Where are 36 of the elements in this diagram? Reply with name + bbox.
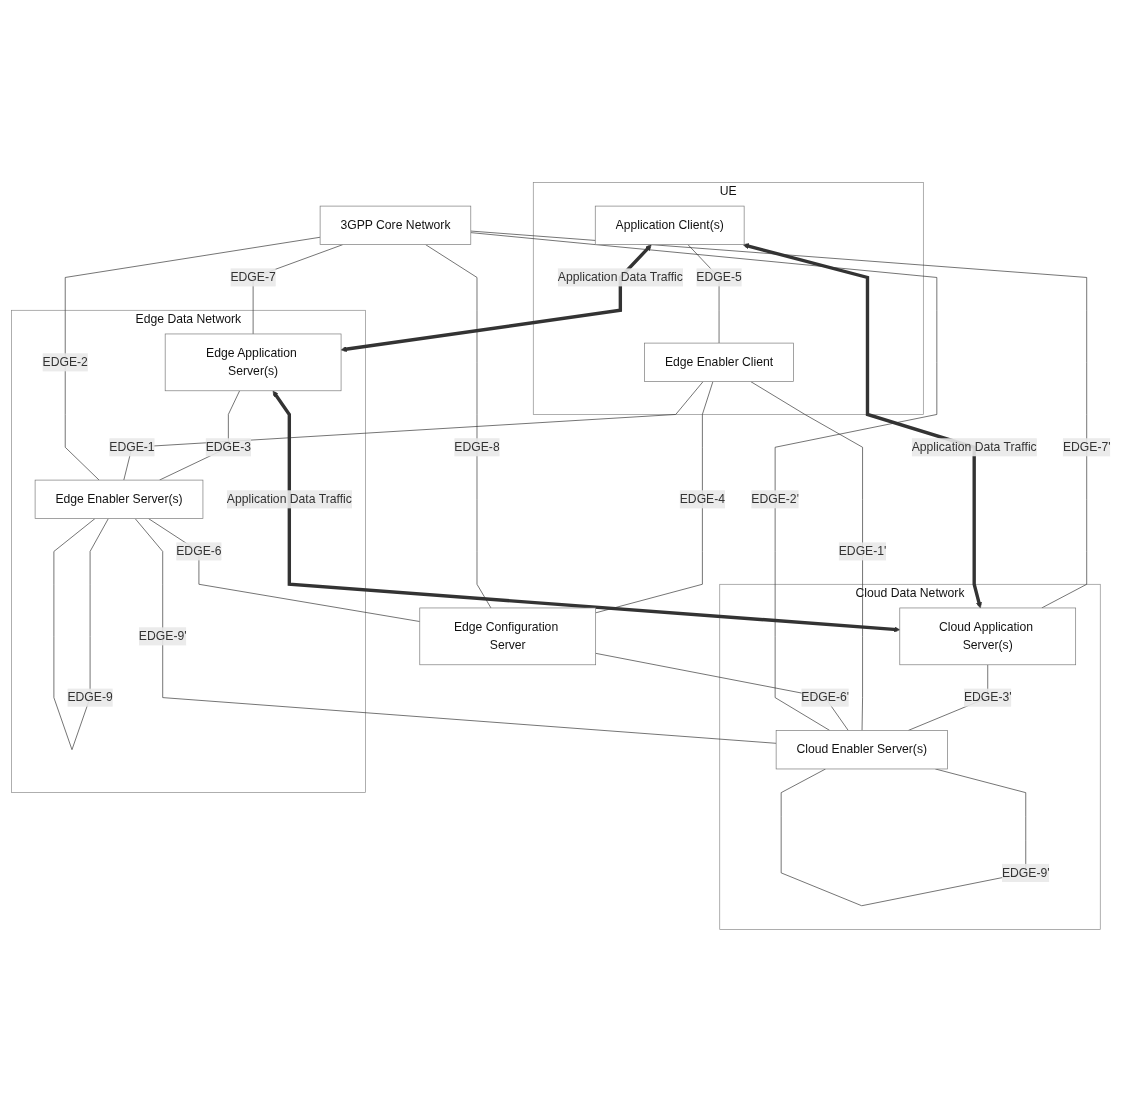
connector <box>470 230 1088 608</box>
edge-label: EDGE-8 <box>454 439 500 454</box>
node-box: Edge Application Server(s) <box>164 333 342 391</box>
edge-label: EDGE-4 <box>679 491 726 506</box>
edge-label: EDGE-1 <box>109 439 155 454</box>
edge-label: EDGE-2' <box>751 491 799 506</box>
arrow <box>340 244 652 352</box>
edge-label: EDGE-9 <box>67 690 113 704</box>
node-box: Edge Enabler Server(s) <box>34 479 204 519</box>
arrow <box>742 242 982 608</box>
edge-label: EDGE-1' <box>838 543 887 558</box>
node-box: Edge Configuration Server <box>419 607 597 665</box>
edge-label: Application Data Traffic <box>557 269 683 284</box>
edge-label: EDGE-5 <box>696 269 742 284</box>
edge-label: EDGE-2 <box>42 354 88 369</box>
connector <box>148 517 421 622</box>
node-box: 3GPP Core Network <box>319 205 472 245</box>
connector <box>750 380 863 731</box>
edge-label: Application Data Traffic <box>911 439 1037 454</box>
edge-label: Application Data Traffic <box>226 491 352 506</box>
edge-label: EDGE-3' <box>963 690 1012 704</box>
edge-label: EDGE-9' <box>138 628 187 643</box>
node-box: Edge Enabler Client <box>644 342 794 382</box>
connector <box>595 380 714 613</box>
node-box: Cloud Application Server(s) <box>899 607 1077 665</box>
connector <box>425 243 492 608</box>
edge-label: EDGE-9' <box>1001 865 1050 879</box>
edge-label: EDGE-3 <box>205 439 252 454</box>
edge-label: EDGE-6 <box>176 543 222 558</box>
edge-label: EDGE-7' <box>1062 439 1111 454</box>
arrow <box>272 390 901 632</box>
node-box: Cloud Enabler Server(s) <box>775 729 948 769</box>
node-box: Application Client(s) <box>594 205 745 245</box>
edge-label: EDGE-6' <box>801 690 850 704</box>
edge-label: EDGE-7 <box>230 269 276 284</box>
connector <box>134 517 777 744</box>
